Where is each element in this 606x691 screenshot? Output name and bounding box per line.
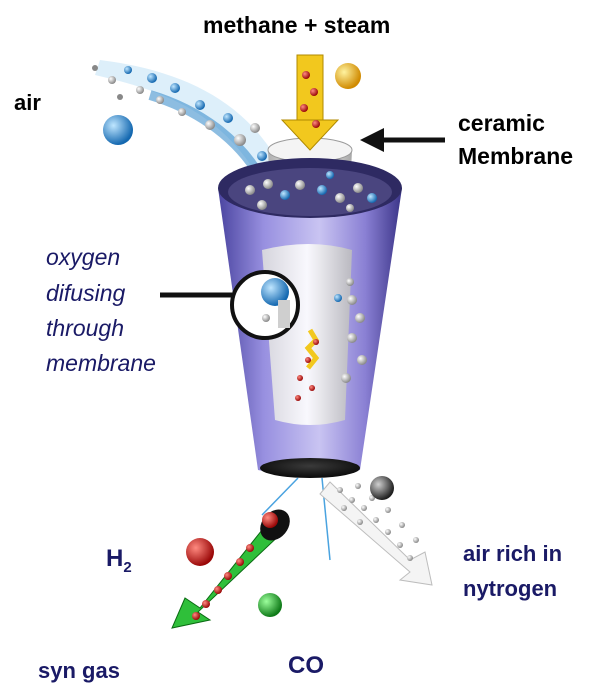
nitrogen-air-arrow [319,476,433,586]
label-oxygen-line-2: difusing [46,280,126,306]
label-air: air [14,90,41,115]
label-ceramic: ceramic [458,110,545,136]
air-inflow-stream [92,60,285,183]
label-oxygen-line-3: through [46,315,125,341]
methane-steam-arrow [280,54,361,151]
label-methane-steam: methane + steam [203,12,391,38]
label-air-rich-2: nytrogen [463,576,558,601]
label-hydrogen-subscript: 2 [123,558,132,576]
label-hydrogen-base: H [106,545,124,572]
label-oxygen-line-1: oxygen [46,244,121,270]
label-syn-gas: syn gas [38,658,120,683]
label-membrane: Membrane [458,143,574,169]
label-air-rich-1: air rich in [463,541,563,566]
steam-molecule [335,63,361,89]
ceramic-membrane-pointer [360,128,445,152]
oxygen-molecule-large [103,115,133,145]
oxygen-diffusion-callout [160,270,300,340]
label-co: CO [288,652,324,679]
label-hydrogen: H2 [106,545,132,576]
nitrogen-molecule [370,476,394,500]
hydrogen-molecule [186,538,214,566]
label-oxygen-line-4: membrane [46,350,156,376]
carbon-monoxide-molecule [258,593,282,617]
syn-gas-arrow [171,509,290,629]
